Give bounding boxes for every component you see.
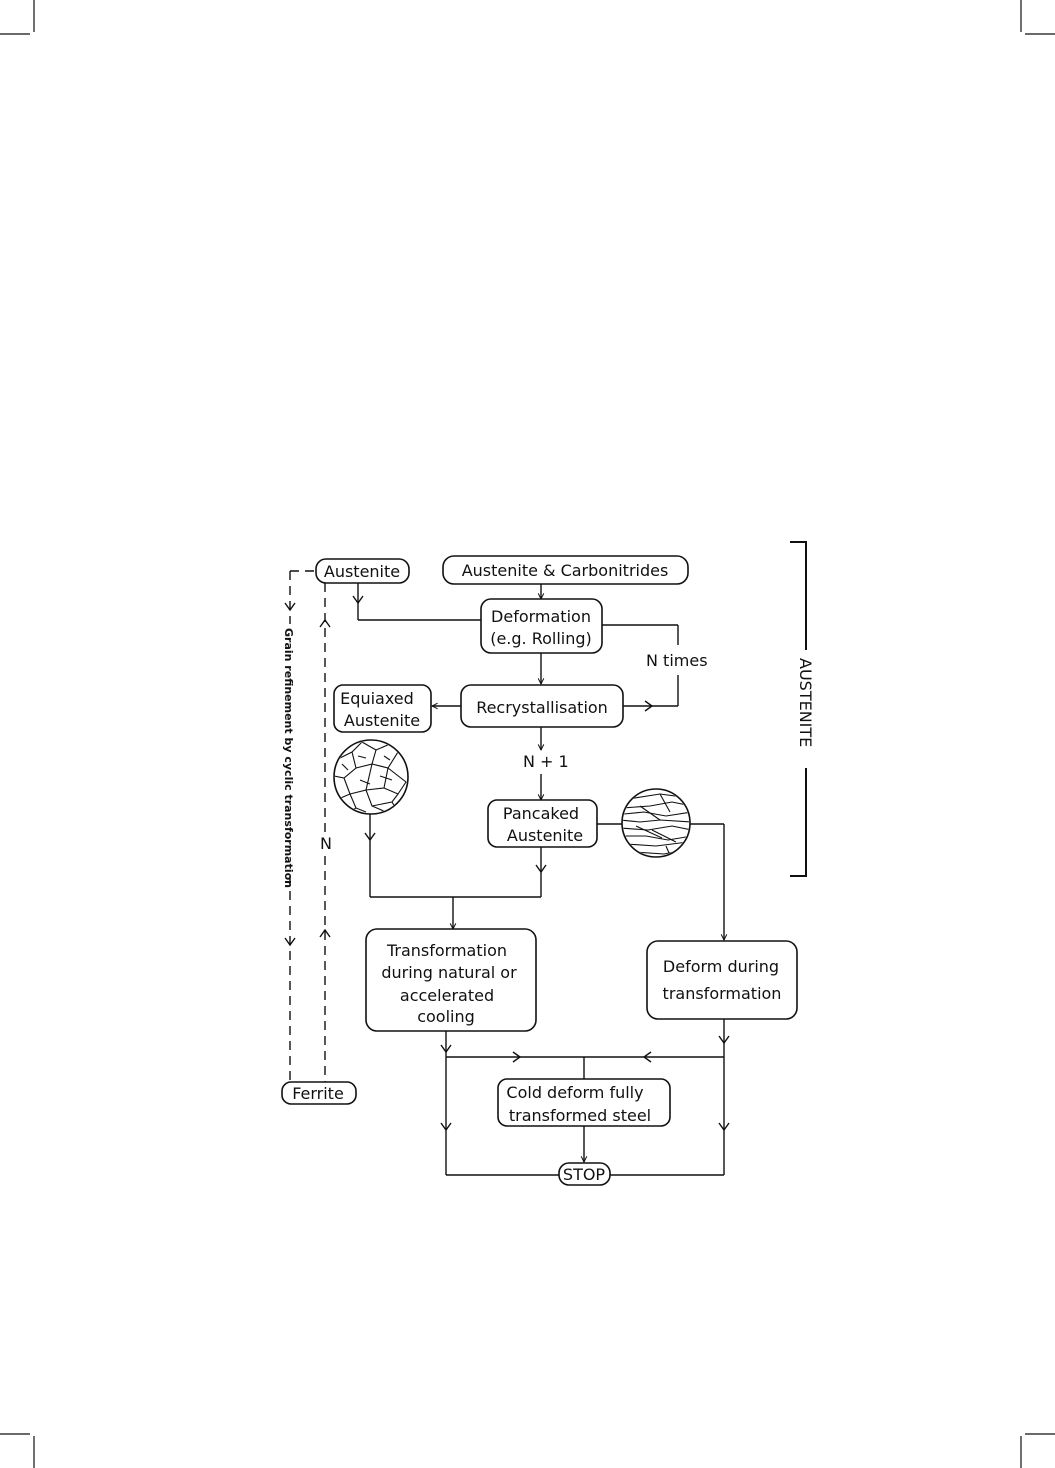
node-stop: STOP (558, 1162, 611, 1186)
svg-text:Austenite: Austenite (344, 711, 420, 730)
node-recrystallisation: Recrystallisation (460, 684, 624, 728)
node-deform-during-transformation: Deform during transformation (646, 940, 798, 1020)
svg-text:during natural or: during natural or (381, 963, 517, 982)
node-deformation: Deformation (e.g. Rolling) (480, 598, 603, 654)
grain-refinement-label: Grain refinement by cyclic transformatio… (282, 628, 295, 888)
pancaked-grain-micrograph (621, 788, 691, 858)
svg-text:Ferrite: Ferrite (292, 1084, 344, 1103)
svg-text:Austenite: Austenite (324, 562, 400, 581)
austenite-region-bracket: AUSTENITE (790, 541, 815, 877)
svg-text:Deform during: Deform during (663, 957, 779, 976)
node-pancaked-austenite: Pancaked Austenite (487, 799, 598, 848)
n-plus-1-label: N + 1 (523, 752, 569, 771)
svg-text:Pancaked: Pancaked (503, 804, 579, 823)
svg-text:Deformation: Deformation (491, 607, 591, 626)
equiaxed-grain-micrograph (333, 739, 409, 815)
connectors (352, 583, 730, 1176)
node-equiaxed-austenite: Equiaxed Austenite (333, 684, 432, 733)
austenite-bracket-label: AUSTENITE (796, 658, 815, 747)
svg-text:(e.g. Rolling): (e.g. Rolling) (490, 629, 592, 648)
n-label: N (320, 834, 332, 853)
svg-text:accelerated: accelerated (400, 986, 494, 1005)
node-transformation-cooling: Transformation during natural or acceler… (365, 928, 537, 1032)
svg-text:Equiaxed: Equiaxed (340, 689, 414, 708)
svg-text:Recrystallisation: Recrystallisation (476, 698, 608, 717)
cyclic-transformation-loop: Grain refinement by cyclic transformatio… (282, 570, 332, 1083)
svg-text:Cold deform fully: Cold deform fully (506, 1083, 643, 1102)
node-ferrite: Ferrite (281, 1081, 357, 1105)
svg-text:STOP: STOP (563, 1165, 606, 1184)
svg-text:Austenite & Carbonitrides: Austenite & Carbonitrides (462, 561, 669, 580)
svg-text:transformation: transformation (663, 984, 782, 1003)
node-austenite-carbonitrides: Austenite & Carbonitrides (442, 555, 689, 585)
svg-text:Austenite: Austenite (507, 826, 583, 845)
svg-text:transformed steel: transformed steel (509, 1106, 651, 1125)
node-austenite: Austenite (315, 558, 410, 584)
svg-text:cooling: cooling (417, 1007, 475, 1026)
n-times-label: N times (646, 651, 708, 670)
node-cold-deform: Cold deform fully transformed steel (497, 1078, 671, 1127)
svg-text:Transformation: Transformation (386, 941, 507, 960)
